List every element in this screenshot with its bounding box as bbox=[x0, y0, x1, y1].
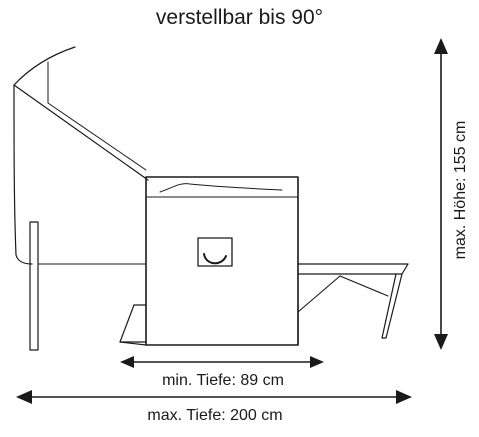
max-height-arrow bbox=[434, 38, 448, 350]
rotation-label: verstellbar bis 90° bbox=[155, 6, 324, 29]
max-depth-arrow bbox=[16, 390, 412, 404]
cabinet-body bbox=[145, 176, 299, 346]
cabinet-handle bbox=[197, 237, 233, 267]
backrest-panel bbox=[13, 46, 149, 265]
min-depth-arrow bbox=[120, 356, 324, 368]
footrest-extension bbox=[297, 263, 409, 339]
left-support-post bbox=[29, 221, 39, 351]
max-depth-label: max. Tiefe: 200 cm bbox=[147, 407, 283, 424]
min-depth-label: min. Tiefe: 89 cm bbox=[162, 372, 284, 389]
foot-plate bbox=[119, 304, 299, 346]
max-height-label: max. Höhe: 155 cm bbox=[452, 120, 469, 260]
